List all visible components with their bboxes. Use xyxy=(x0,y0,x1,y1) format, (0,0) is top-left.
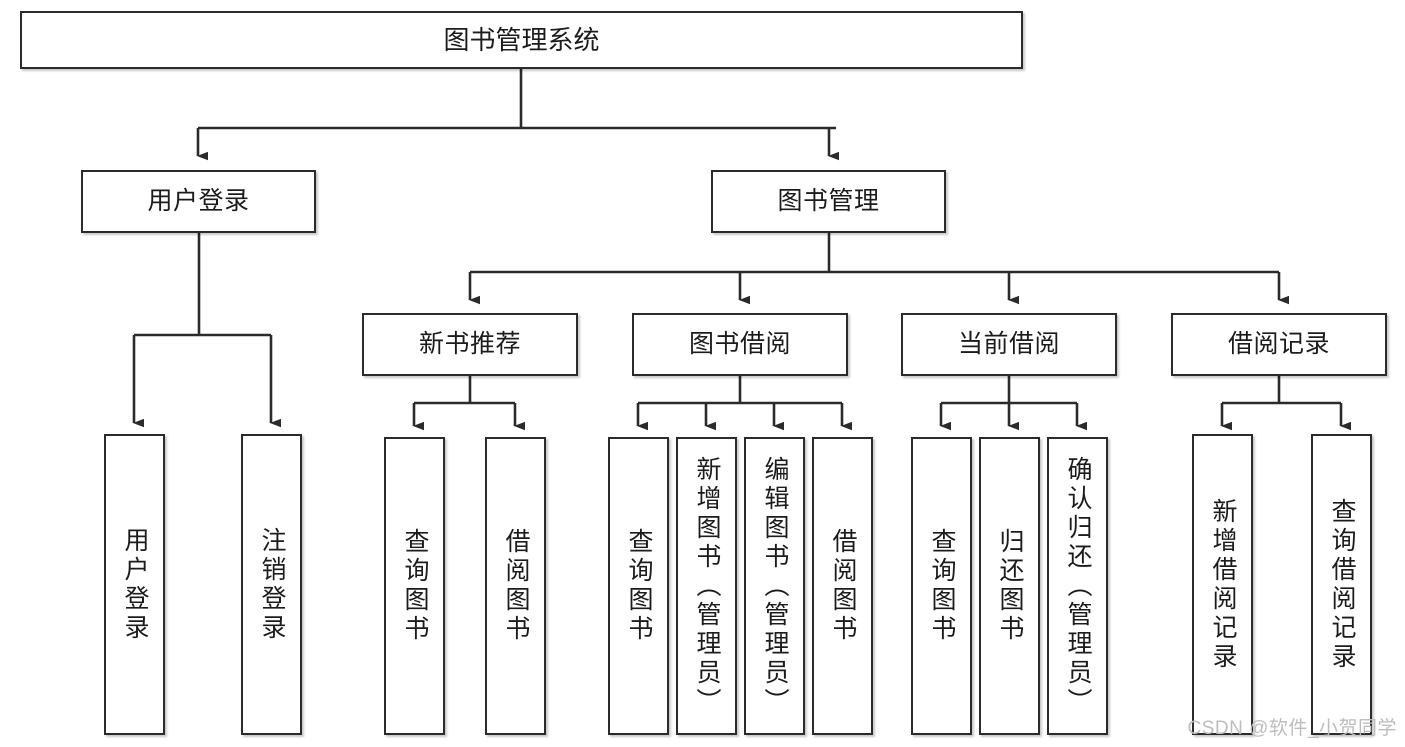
node-leaf-logout-label: 注销登录 xyxy=(258,526,286,643)
node-leaf-return-book-label: 归还图书 xyxy=(996,528,1024,644)
csdn-watermark: CSDN @软件_小贺同学 xyxy=(1187,718,1397,739)
node-leaf-query-book-a[interactable]: 查询图书 xyxy=(384,437,445,735)
node-book-manage[interactable]: 图书管理 xyxy=(711,170,946,233)
node-leaf-query-book-c[interactable]: 查询图书 xyxy=(911,437,972,735)
node-leaf-return-book[interactable]: 归还图书 xyxy=(979,437,1040,735)
node-leaf-query-borrow-record[interactable]: 查询借阅记录 xyxy=(1311,434,1372,735)
node-leaf-query-book-b-label: 查询图书 xyxy=(625,528,653,644)
node-leaf-confirm-return-admin[interactable]: 确认归还（管理员） xyxy=(1047,437,1108,735)
node-current-borrow-label: 当前借阅 xyxy=(957,329,1060,358)
node-leaf-add-borrow-record[interactable]: 新增借阅记录 xyxy=(1192,434,1253,735)
node-leaf-query-book-b[interactable]: 查询图书 xyxy=(608,437,669,735)
node-leaf-add-borrow-record-label: 新增借阅记录 xyxy=(1209,497,1237,672)
node-leaf-query-book-a-label: 查询图书 xyxy=(401,528,429,644)
node-borrow-record[interactable]: 借阅记录 xyxy=(1171,313,1387,376)
node-user-login-label: 用户登录 xyxy=(147,186,250,215)
node-leaf-edit-book-admin[interactable]: 编辑图书（管理员） xyxy=(744,437,805,735)
node-leaf-user-login[interactable]: 用户登录 xyxy=(104,434,165,735)
node-leaf-logout[interactable]: 注销登录 xyxy=(241,434,302,735)
node-book-borrow[interactable]: 图书借阅 xyxy=(632,313,848,376)
node-leaf-borrow-book-a-label: 借阅图书 xyxy=(502,528,530,644)
node-leaf-user-login-label: 用户登录 xyxy=(121,526,149,643)
node-root[interactable]: 图书管理系统 xyxy=(20,11,1023,69)
node-leaf-add-book-admin[interactable]: 新增图书（管理员） xyxy=(676,437,737,735)
node-new-book-rec-label: 新书推荐 xyxy=(418,329,521,358)
node-leaf-borrow-book-b-label: 借阅图书 xyxy=(829,528,857,644)
node-leaf-query-book-c-label: 查询图书 xyxy=(928,528,956,644)
node-current-borrow[interactable]: 当前借阅 xyxy=(901,313,1117,376)
node-book-borrow-label: 图书借阅 xyxy=(688,329,791,358)
node-leaf-query-borrow-record-label: 查询借阅记录 xyxy=(1328,497,1356,672)
node-borrow-record-label: 借阅记录 xyxy=(1227,329,1330,358)
node-leaf-borrow-book-b[interactable]: 借阅图书 xyxy=(812,437,873,735)
node-user-login[interactable]: 用户登录 xyxy=(81,170,316,233)
node-book-manage-label: 图书管理 xyxy=(777,186,880,215)
node-new-book-rec[interactable]: 新书推荐 xyxy=(362,313,578,376)
node-leaf-add-book-admin-label: 新增图书（管理员） xyxy=(693,455,721,717)
node-leaf-confirm-return-admin-label: 确认归还（管理员） xyxy=(1064,455,1092,717)
node-leaf-borrow-book-a[interactable]: 借阅图书 xyxy=(485,437,546,735)
node-leaf-edit-book-admin-label: 编辑图书（管理员） xyxy=(761,455,789,717)
node-root-label: 图书管理系统 xyxy=(443,24,600,55)
